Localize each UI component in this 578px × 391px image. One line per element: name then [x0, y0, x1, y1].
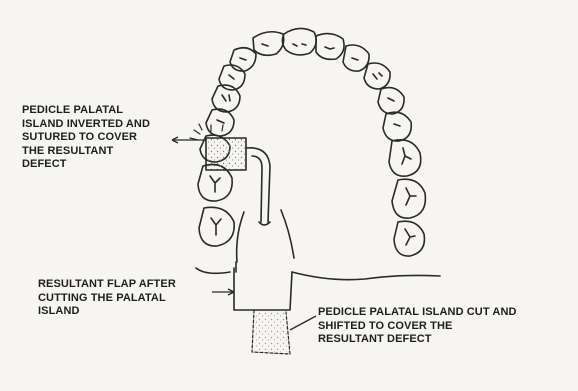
inverted-island-flap — [206, 138, 246, 170]
label-line: ISLAND — [38, 305, 176, 319]
resultant-flap-outline — [234, 268, 292, 310]
label-inverted-flap: PEDICLE PALATAL ISLAND INVERTED AND SUTU… — [22, 104, 150, 172]
soft-palate-line — [196, 268, 440, 280]
tooth — [343, 45, 369, 71]
label-line: SUTURED TO COVER — [22, 131, 150, 145]
label-line: PEDICLE PALATAL ISLAND CUT AND — [318, 306, 517, 320]
tooth — [206, 109, 234, 136]
label-line: SHIFTED TO COVER THE — [318, 320, 517, 334]
arrow-island-cut — [290, 316, 316, 330]
label-line: DEFECT — [22, 158, 150, 172]
pedicle-tube — [246, 148, 270, 222]
label-line: CUTTING THE PALATAL — [38, 292, 176, 306]
right-teeth — [282, 28, 425, 256]
tooth — [253, 32, 284, 56]
tooth — [364, 63, 390, 89]
label-line: ISLAND INVERTED AND — [22, 118, 150, 132]
tooth — [378, 88, 404, 114]
label-resultant-flap: RESULTANT FLAP AFTER CUTTING THE PALATAL… — [38, 278, 176, 319]
tooth — [316, 34, 344, 60]
tooth — [383, 112, 411, 141]
palate-outline — [237, 210, 294, 262]
label-line: RESULTANT DEFECT — [318, 333, 517, 347]
label-line: THE RESULTANT — [22, 145, 150, 159]
label-line: RESULTANT FLAP AFTER — [38, 278, 176, 292]
label-line: PEDICLE PALATAL — [22, 104, 150, 118]
tooth — [282, 28, 316, 54]
label-island-cut: PEDICLE PALATAL ISLAND CUT AND SHIFTED T… — [318, 306, 517, 347]
